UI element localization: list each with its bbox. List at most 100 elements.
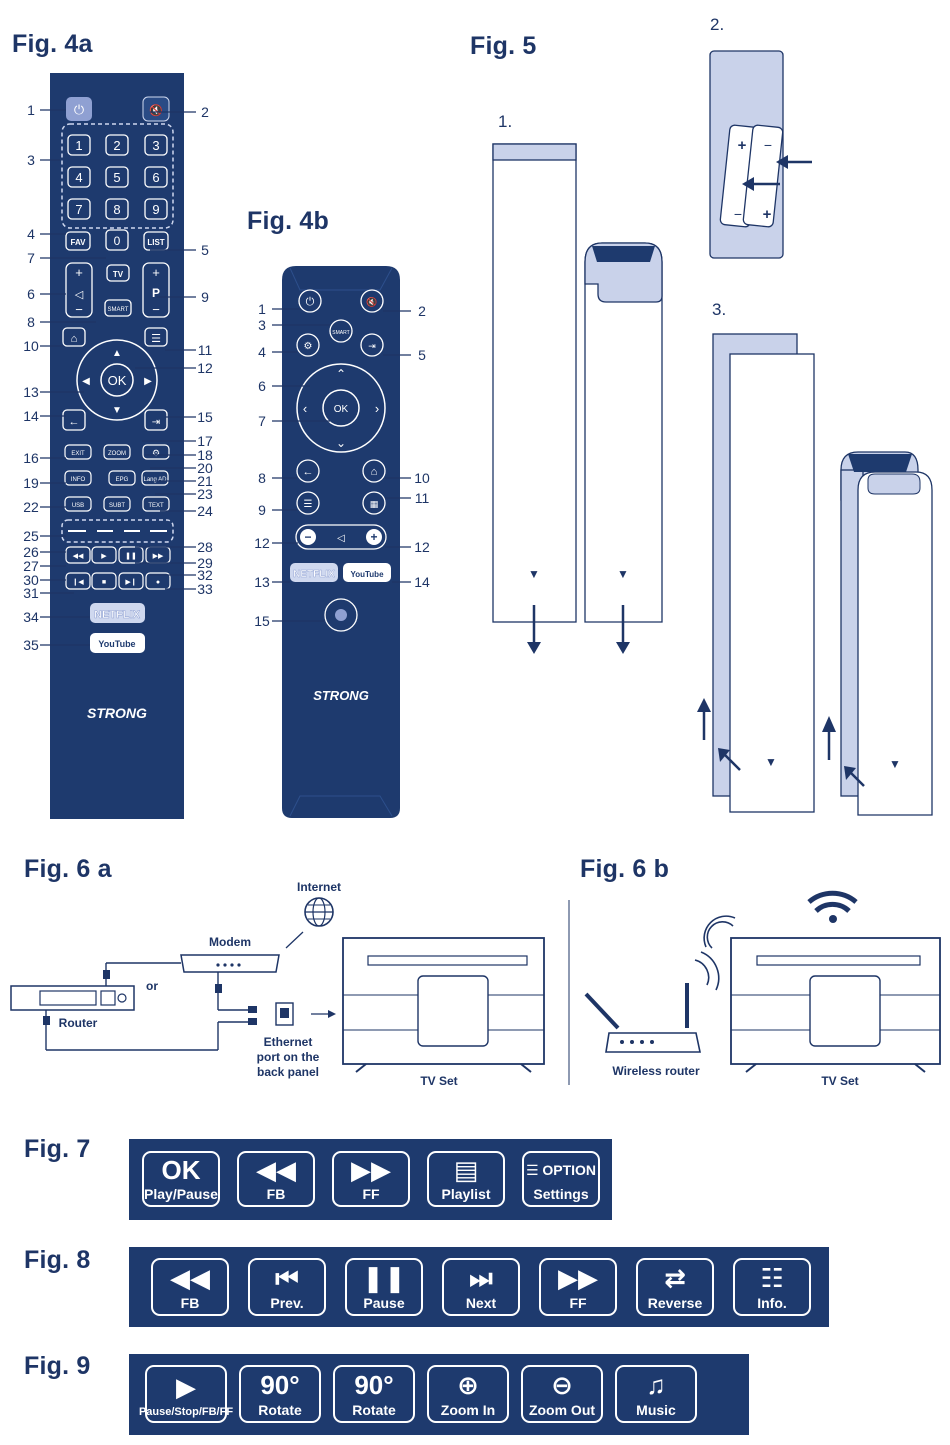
ff-button-4[interactable]: ▶▶FF	[539, 1258, 617, 1316]
next-button[interactable]	[118, 572, 144, 590]
source-button[interactable]	[360, 333, 384, 357]
back-button[interactable]	[296, 459, 320, 483]
down-arrow-icon: ⌄	[336, 436, 346, 450]
zoom-out-button-4[interactable]: ⊖Zoom Out	[521, 1365, 603, 1423]
pause-button-2[interactable]: ❚❚Pause	[345, 1258, 423, 1316]
digit-0-button[interactable]	[105, 229, 129, 251]
home-button[interactable]	[362, 459, 386, 483]
reverse-button-5[interactable]: ⇄Reverse	[636, 1258, 714, 1316]
text-button[interactable]	[142, 496, 170, 512]
zoom-button[interactable]	[103, 444, 131, 460]
repeat-icon: ⇄	[664, 1262, 686, 1293]
voice-button[interactable]	[324, 598, 358, 632]
insert-arrow-icon	[776, 155, 788, 169]
menu-button[interactable]	[144, 327, 168, 347]
exit-button[interactable]	[64, 444, 92, 460]
epg-button[interactable]	[362, 491, 386, 515]
power-button[interactable]	[66, 97, 92, 121]
info-button-6[interactable]: ☷Info.	[733, 1258, 811, 1316]
music-icon: ♫	[646, 1369, 666, 1400]
slide-down-arrow-icon-2	[616, 642, 630, 654]
fast-backward-icon: ◀◀	[170, 1262, 210, 1293]
home-button[interactable]	[62, 327, 86, 347]
callout-7: 7	[27, 250, 35, 266]
menu-button[interactable]	[296, 491, 320, 515]
digit-7-button[interactable]	[67, 198, 91, 220]
power-icon: ⏻	[74, 102, 84, 117]
digit-5-button[interactable]	[105, 166, 129, 188]
power-button[interactable]	[298, 289, 322, 313]
epg-button[interactable]	[108, 470, 136, 486]
rewind-button[interactable]	[65, 546, 91, 564]
callout-28: 28	[197, 539, 213, 555]
smart-button[interactable]	[329, 319, 353, 343]
fig5-label: Fig. 5	[470, 32, 537, 60]
next-button-3[interactable]: ⏭Next	[442, 1258, 520, 1316]
callout-4b-right-5: 5	[418, 347, 426, 363]
epg-label: EPG	[116, 477, 129, 483]
button-caption: Pause/Stop/FB/FF	[138, 1406, 234, 1418]
pause-stop-fb-ff-button-0[interactable]: ▶Pause/Stop/FB/FF	[139, 1365, 233, 1423]
volume-rocker[interactable]	[295, 524, 387, 550]
stop-button[interactable]	[91, 572, 117, 590]
settings-button[interactable]	[142, 444, 170, 460]
left-arrow-icon: ◀	[82, 376, 90, 387]
callout-19: 19	[23, 475, 39, 491]
callout-29: 29	[197, 555, 213, 571]
slide-up-arrow-icon-2	[822, 716, 836, 732]
netflix-button[interactable]	[290, 563, 338, 582]
digit-8-button[interactable]	[105, 198, 129, 220]
zoom-label: ZOOM	[108, 451, 126, 457]
usb-button[interactable]	[64, 496, 92, 512]
settings-button[interactable]	[296, 333, 320, 357]
subt-button[interactable]	[103, 496, 131, 512]
back-button[interactable]	[62, 409, 86, 431]
mute-button[interactable]	[142, 96, 170, 122]
music-button-5[interactable]: ♫Music	[615, 1365, 697, 1423]
volume-rocker[interactable]	[65, 262, 93, 318]
fig8-control-bar: ◀◀FB ⏮Prev. ❚❚Pause ⏭Next ▶▶FF ⇄Reverse ☷Info.	[129, 1247, 829, 1327]
up-arrow-icon: ▲	[112, 348, 122, 359]
ok-button[interactable]	[100, 363, 134, 397]
zoom-in-button-3[interactable]: ⊕Zoom In	[427, 1365, 509, 1423]
digit-3-button[interactable]	[144, 134, 168, 156]
callout-11: 11	[198, 342, 213, 358]
mute-button[interactable]	[360, 289, 384, 313]
callout-12: 12	[197, 360, 213, 376]
netflix-label: NETFLIX	[94, 609, 140, 621]
pause-button[interactable]	[118, 546, 144, 564]
digit-2-button[interactable]	[105, 134, 129, 156]
ok-button[interactable]	[322, 389, 360, 427]
netflix-button[interactable]	[90, 603, 145, 623]
rotate-button-1[interactable]: 90°Rotate	[239, 1365, 321, 1423]
record-button[interactable]	[145, 572, 171, 590]
dpad[interactable]	[296, 363, 386, 453]
previous-button[interactable]	[65, 572, 91, 590]
youtube-button[interactable]	[343, 563, 391, 582]
digit-9-button[interactable]	[144, 198, 168, 220]
fav-button[interactable]	[65, 231, 91, 251]
digit-4-button[interactable]	[67, 166, 91, 188]
back-icon: ←	[303, 466, 314, 478]
info-button[interactable]	[64, 470, 92, 486]
youtube-button[interactable]	[90, 633, 145, 653]
prev-button-1[interactable]: ⏮Prev.	[248, 1258, 326, 1316]
ff-button-2[interactable]: ▶▶FF	[332, 1151, 410, 1207]
tv-set-b	[730, 937, 941, 1073]
playlist-button-3[interactable]: ▤Playlist	[427, 1151, 505, 1207]
smart-button[interactable]	[104, 299, 132, 317]
lang-button[interactable]	[141, 470, 169, 486]
source-button[interactable]	[144, 409, 168, 431]
button-caption: Zoom In	[440, 1402, 496, 1418]
tv-button[interactable]	[106, 264, 130, 282]
digit-6-button[interactable]	[144, 166, 168, 188]
fb-button-0[interactable]: ◀◀FB	[151, 1258, 229, 1316]
digit-1-button[interactable]	[67, 134, 91, 156]
play-button[interactable]	[91, 546, 117, 564]
program-rocker[interactable]	[142, 262, 170, 318]
rotate-button-2[interactable]: 90°Rotate	[333, 1365, 415, 1423]
fb-button-1[interactable]: ◀◀FB	[237, 1151, 315, 1207]
dpad[interactable]	[76, 339, 158, 421]
